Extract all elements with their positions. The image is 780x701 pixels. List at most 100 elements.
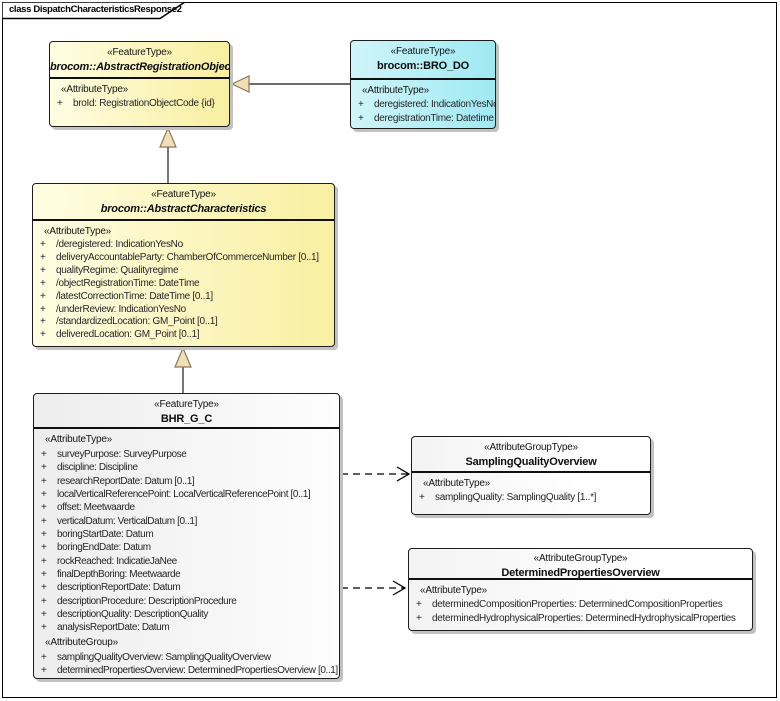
class-name: BHR_G_C [160,413,213,425]
class-name: brocom::AbstractRegistrationObject [50,61,230,73]
attribute-text: broId: RegistrationObjectCode {id} [73,98,215,109]
attribute-row: +/deregistered: IndicationYesNo [33,239,334,252]
class-name: SamplingQualityOverview [465,456,597,468]
attribute-row: +determinedPropertiesOverview: Determine… [34,664,339,677]
class-box-bro-do[interactable]: «FeatureType» brocom::BRO_DO «AttributeT… [350,40,496,129]
attribute-row: +/latestCorrectionTime: DateTime [0..1] [33,291,334,304]
attribute-row: +finalDepthBoring: Meetwaarde [34,568,339,581]
attribute-text: samplingQualityOverview: SamplingQuality… [57,651,271,663]
attribute-text: analysisReportDate: Datum [57,622,170,634]
class-header: «FeatureType» brocom::AbstractCharacteri… [33,184,334,221]
attribute-row: + boringStartDate: Datum [34,528,339,541]
class-header: «FeatureType» brocom::AbstractRegistrati… [50,42,229,79]
attribute-text: descriptionQuality: DescriptionQuality [57,609,208,621]
visibility-marker: + [41,542,47,554]
class-header: «AttributeGroupType» DeterminedPropertie… [409,549,752,580]
class-stereotype: «FeatureType» [107,47,172,58]
class-stereotype: «FeatureType» [154,399,219,410]
class-attributes: «AttributeType»+surveyPurpose: SurveyPur… [34,429,339,678]
attribute-row: +samplingQuality: SamplingQuality [1..*] [412,491,650,505]
attribute-text: finalDepthBoring: Meetwaarde [57,569,181,581]
visibility-marker: + [41,529,47,541]
attribute-row: + discipline: Discipline [34,461,339,474]
class-box-abstract-registration-object[interactable]: «FeatureType» brocom::AbstractRegistrati… [49,41,230,127]
tab-outline-shape [2,2,187,20]
section-stereotype-label: «AttributeType» [61,84,129,95]
class-header: «FeatureType» BHR_G_C [34,394,339,429]
attribute-text: researchReportDate: Datum [0..1] [57,475,195,487]
attribute-row: + descriptionReportDate: Datum [34,581,339,594]
attribute-text: offset: Meetwaarde [57,502,135,514]
class-box-bhr-g-c[interactable]: «FeatureType» BHR_G_C «AttributeType»+su… [33,393,340,679]
visibility-marker: + [40,264,46,276]
class-attributes: «AttributeType» + broId: RegistrationObjec… [50,79,229,111]
class-name: DeterminedPropertiesOverview [501,567,660,579]
attribute-row: +rockReached: IndicatieJaNee [34,555,339,568]
attribute-text: deregistered: IndicationYesNo [374,99,495,110]
attribute-row: + deliveryAccountableParty: ChamberOfComm… [33,252,334,265]
class-attributes: «AttributeType»+/deregistered: Indicatio… [33,221,334,342]
diagram-title-tab: class DispatchCharacteristicsResponse2 [2,2,192,20]
attribute-row: +/standardizedLocation: GM_Point [0..1] [33,316,334,329]
diagram-title: class DispatchCharacteristicsResponse2 [9,4,182,15]
attribute-row: + deliveredLocation: GM_Point [0..1] [33,329,334,342]
attribute-text: determinedCompositionProperties: Determi… [432,599,723,610]
attribute-row: + /objectRegistrationTime: DateTime [33,278,334,291]
visibility-marker: + [41,582,47,594]
attribute-text: descriptionProcedure: DescriptionProcedu… [57,595,237,607]
attribute-row: +qualityRegime: Qualityregime [33,265,334,278]
section-stereotype-label: «AttributeType» [362,85,430,96]
visibility-marker: + [358,113,364,124]
attribute-text: discipline: Discipline [57,462,138,474]
visibility-marker: + [41,555,47,567]
visibility-marker: + [416,599,422,610]
visibility-marker: + [41,515,47,527]
visibility-marker: + [40,316,46,328]
attribute-row: + analysisReportDate: Datum [34,621,339,634]
attribute-text: boringStartDate: Datum [57,529,154,541]
attribute-text: descriptionReportDate: Datum [57,582,181,594]
section-stereotype-label: «AttributeType» [45,434,113,445]
section-stereotype-label: «AttributeType» [423,478,491,489]
visibility-marker: + [41,609,47,621]
visibility-marker: + [419,492,425,503]
class-header: «FeatureType» brocom::BRO_DO [351,41,495,80]
attribute-text: determinedHydrophysicalProperties: Deter… [432,612,736,624]
visibility-marker: + [41,595,47,607]
visibility-marker: + [358,99,364,110]
attribute-text: /objectRegistrationTime: DateTime [56,277,200,289]
attribute-text: deliveryAccountableParty: ChamberOfComme… [56,251,319,263]
visibility-marker: + [41,622,47,634]
visibility-marker: + [41,502,47,514]
attribute-text: deliveredLocation: GM_Point [0..1] [56,329,200,341]
class-name: brocom::AbstractCharacteristics [100,203,267,215]
class-box-abstract-characteristics[interactable]: «FeatureType» brocom::AbstractCharacteri… [32,183,335,347]
visibility-marker: + [41,489,47,501]
visibility-marker: + [40,277,46,289]
class-name: brocom::BRO_DO [377,60,469,72]
class-attributes: «AttributeType»+determinedCompositionPro… [409,580,752,625]
visibility-marker: + [41,449,47,460]
class-box-sampling-quality-overview[interactable]: «AttributeGroupType» SamplingQualityOver… [411,436,651,515]
visibility-marker: + [40,329,46,341]
visibility-marker: + [41,475,47,487]
visibility-marker: + [41,651,47,663]
attribute-row: + samplingQualityOverview: SamplingQualit… [34,651,339,664]
attribute-row: + determinedCompositionProperties: Determ… [409,598,752,612]
attribute-text: /latestCorrectionTime: DateTime [0..1] [56,290,213,302]
visibility-marker: + [40,251,46,263]
attribute-row: +localVerticalReferencePoint: LocalVerti… [34,488,339,501]
attribute-text: /underReview: IndicationYesNo [56,303,186,315]
class-header: «AttributeGroupType» SamplingQualityOver… [412,437,650,473]
attribute-row: +deregistrationTime: Datetime [351,112,495,126]
attribute-row: + descriptionProcedure: DescriptionProced… [34,595,339,608]
visibility-marker: + [40,303,46,315]
visibility-marker: + [57,98,63,109]
visibility-marker: + [41,665,47,677]
attribute-row: +verticalDatum: VerticalDatum [0..1] [34,515,339,528]
class-box-determined-properties-overview[interactable]: «AttributeGroupType» DeterminedPropertie… [408,548,753,631]
visibility-marker: + [41,462,47,474]
attribute-text: boringEndDate: Datum [57,542,151,554]
visibility-marker: + [40,239,46,250]
